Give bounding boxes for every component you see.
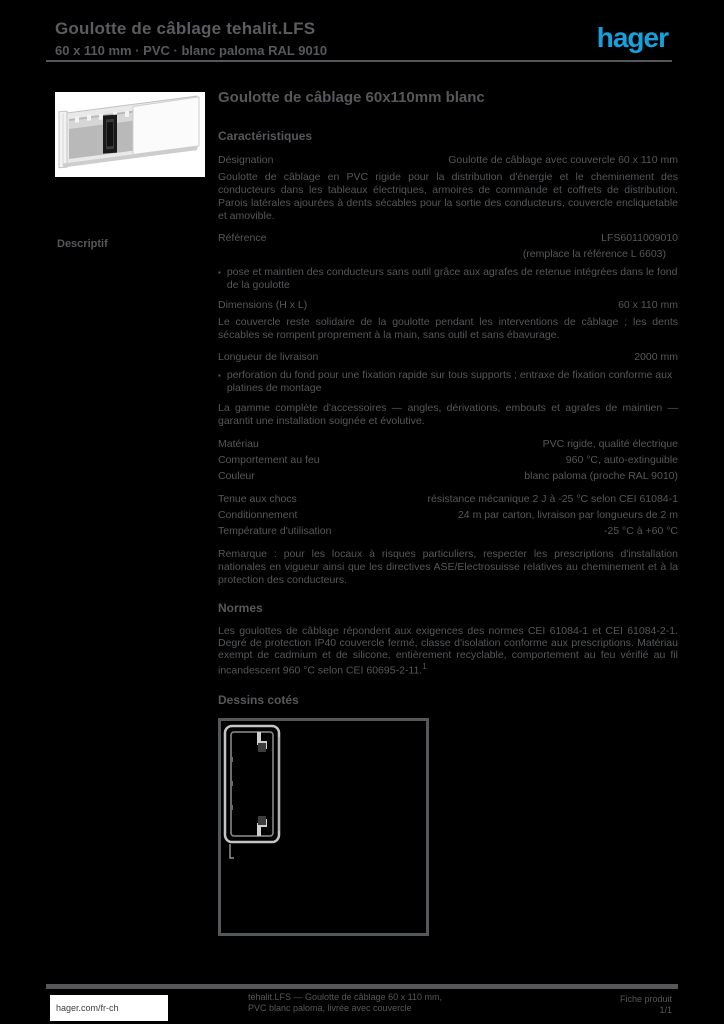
row-label: Conditionnement: [218, 509, 298, 521]
characteristics-row: La gamme complète d'accessoires — angles…: [218, 402, 678, 428]
row-value: 24 m par carton, livraison par longueurs…: [457, 509, 678, 521]
row-label: Matériau: [218, 438, 259, 450]
header-title-line2: 60 x 110 mm · PVC · blanc paloma RAL 901…: [55, 43, 328, 58]
section-heading-drawings: Dessins cotés: [218, 692, 299, 707]
characteristics-row: Tenue aux chocs résistance mécanique 2 J…: [218, 493, 678, 506]
characteristics-row: Longueur de livraison 2000 mm: [218, 351, 678, 364]
row-value: résistance mécanique 2 J à -25 °C selon …: [427, 493, 678, 505]
footer-site-box: hager.com/fr-ch: [50, 995, 168, 1021]
characteristics-row: (remplace la référence L 6603): [218, 248, 678, 261]
normes-paragraph: Les goulottes de câblage répondent aux e…: [218, 625, 678, 677]
normes-text: Les goulottes de câblage répondent aux e…: [218, 625, 678, 677]
row-value: LFS6011009010: [601, 232, 678, 244]
header-rule: [46, 60, 672, 62]
row-label: Tenue aux chocs: [218, 493, 297, 505]
row-label: Référence: [218, 232, 267, 244]
characteristics-row: ▪ pose et maintien des conducteurs sans …: [218, 266, 678, 292]
section-heading-characteristics: Caractéristiques: [218, 129, 313, 143]
footer-center-line2: PVC blanc paloma, livrée avec couvercle: [248, 1003, 412, 1013]
bullet-icon: ▪: [218, 268, 221, 277]
row-value: 60 x 110 mm: [618, 299, 678, 311]
characteristics-row: Conditionnement 24 m par carton, livrais…: [218, 509, 678, 522]
footer-right-text: Fiche produit 1/1: [562, 994, 672, 1016]
footer-right-line1: Fiche produit: [619, 994, 672, 1004]
header: Goulotte de câblage tehalit.LFS 60 x 110…: [55, 18, 615, 58]
characteristics-row: Dimensions (H x L) 60 x 110 mm: [218, 299, 678, 312]
characteristics-rows: Désignation Goulotte de câblage avec cou…: [218, 154, 678, 587]
characteristics-row: Goulotte de câblage en PVC rigide pour l…: [218, 171, 678, 223]
row-text: perforation du fond pour une fixation ra…: [226, 369, 673, 394]
header-title-line1: Goulotte de câblage tehalit.LFS: [55, 19, 316, 38]
characteristics-row: Comportement au feu 960 °C, auto-extingu…: [218, 454, 678, 467]
characteristics-row: ▪ perforation du fond pour une fixation …: [218, 369, 678, 395]
characteristics-row: Matériau PVC rigide, qualité électrique: [218, 438, 678, 451]
normes-section: Normes Les goulottes de câblage réponden…: [218, 601, 678, 677]
row-text: Goulotte de câblage en PVC rigide pour l…: [218, 171, 678, 222]
row-value: PVC rigide, qualité électrique: [542, 438, 678, 450]
row-value: 960 °C, auto-extinguible: [565, 454, 678, 466]
characteristics-row: Désignation Goulotte de câblage avec cou…: [218, 154, 678, 167]
row-value: (remplace la référence L 6603): [522, 248, 666, 260]
characteristics-row: Couleur blanc paloma (proche RAL 9010): [218, 470, 678, 483]
product-photo: [55, 92, 205, 177]
product-title: Goulotte de câblage 60x110mm blanc: [218, 89, 485, 106]
row-label: Désignation: [218, 154, 274, 166]
dimensional-drawing-frame: [218, 717, 429, 936]
margin-label: Descriptif: [57, 238, 108, 250]
row-text: Remarque : pour les locaux à risques par…: [218, 548, 678, 586]
characteristics-row: Le couvercle reste solidaire de la goulo…: [218, 316, 678, 342]
row-value: blanc paloma (proche RAL 9010): [524, 470, 678, 482]
bullet-icon: ▪: [218, 371, 221, 380]
row-label: Comportement au feu: [218, 454, 320, 466]
characteristics-row: Température d'utilisation -25 °C à +60 °…: [218, 525, 678, 538]
row-text: pose et maintien des conducteurs sans ou…: [226, 266, 678, 291]
row-label: Longueur de livraison: [218, 351, 319, 363]
row-value: 2000 mm: [634, 351, 678, 363]
trunking-cross-section-drawing: [223, 724, 281, 859]
footer-rule: [46, 984, 678, 989]
row-text: Le couvercle reste solidaire de la goulo…: [218, 316, 678, 341]
characteristics-row: Remarque : pour les locaux à risques par…: [218, 548, 678, 587]
footer-center-line1: tehalit.LFS — Goulotte de câblage 60 x 1…: [248, 992, 442, 1002]
footer-center-text: tehalit.LFS — Goulotte de câblage 60 x 1…: [248, 992, 548, 1014]
footnote-mark: 1: [422, 662, 427, 671]
main-column: Goulotte de câblage 60x110mm blanc Carac…: [218, 88, 678, 936]
characteristics-row: Référence LFS6011009010: [218, 232, 678, 245]
trunking-perspective-image: [58, 95, 200, 169]
row-label: Dimensions (H x L): [218, 299, 308, 311]
footer-site-link[interactable]: hager.com/fr-ch: [56, 1003, 119, 1013]
row-value: -25 °C à +60 °C: [603, 525, 678, 537]
hager-logo: hager: [596, 22, 669, 53]
row-value: Goulotte de câblage avec couvercle 60 x …: [448, 154, 678, 166]
row-label: Couleur: [218, 470, 255, 482]
row-label: Température d'utilisation: [218, 525, 332, 537]
row-text: La gamme complète d'accessoires — angles…: [218, 402, 678, 427]
section-heading-normes: Normes: [218, 601, 263, 615]
footer-right-line2: 1/1: [659, 1005, 672, 1015]
